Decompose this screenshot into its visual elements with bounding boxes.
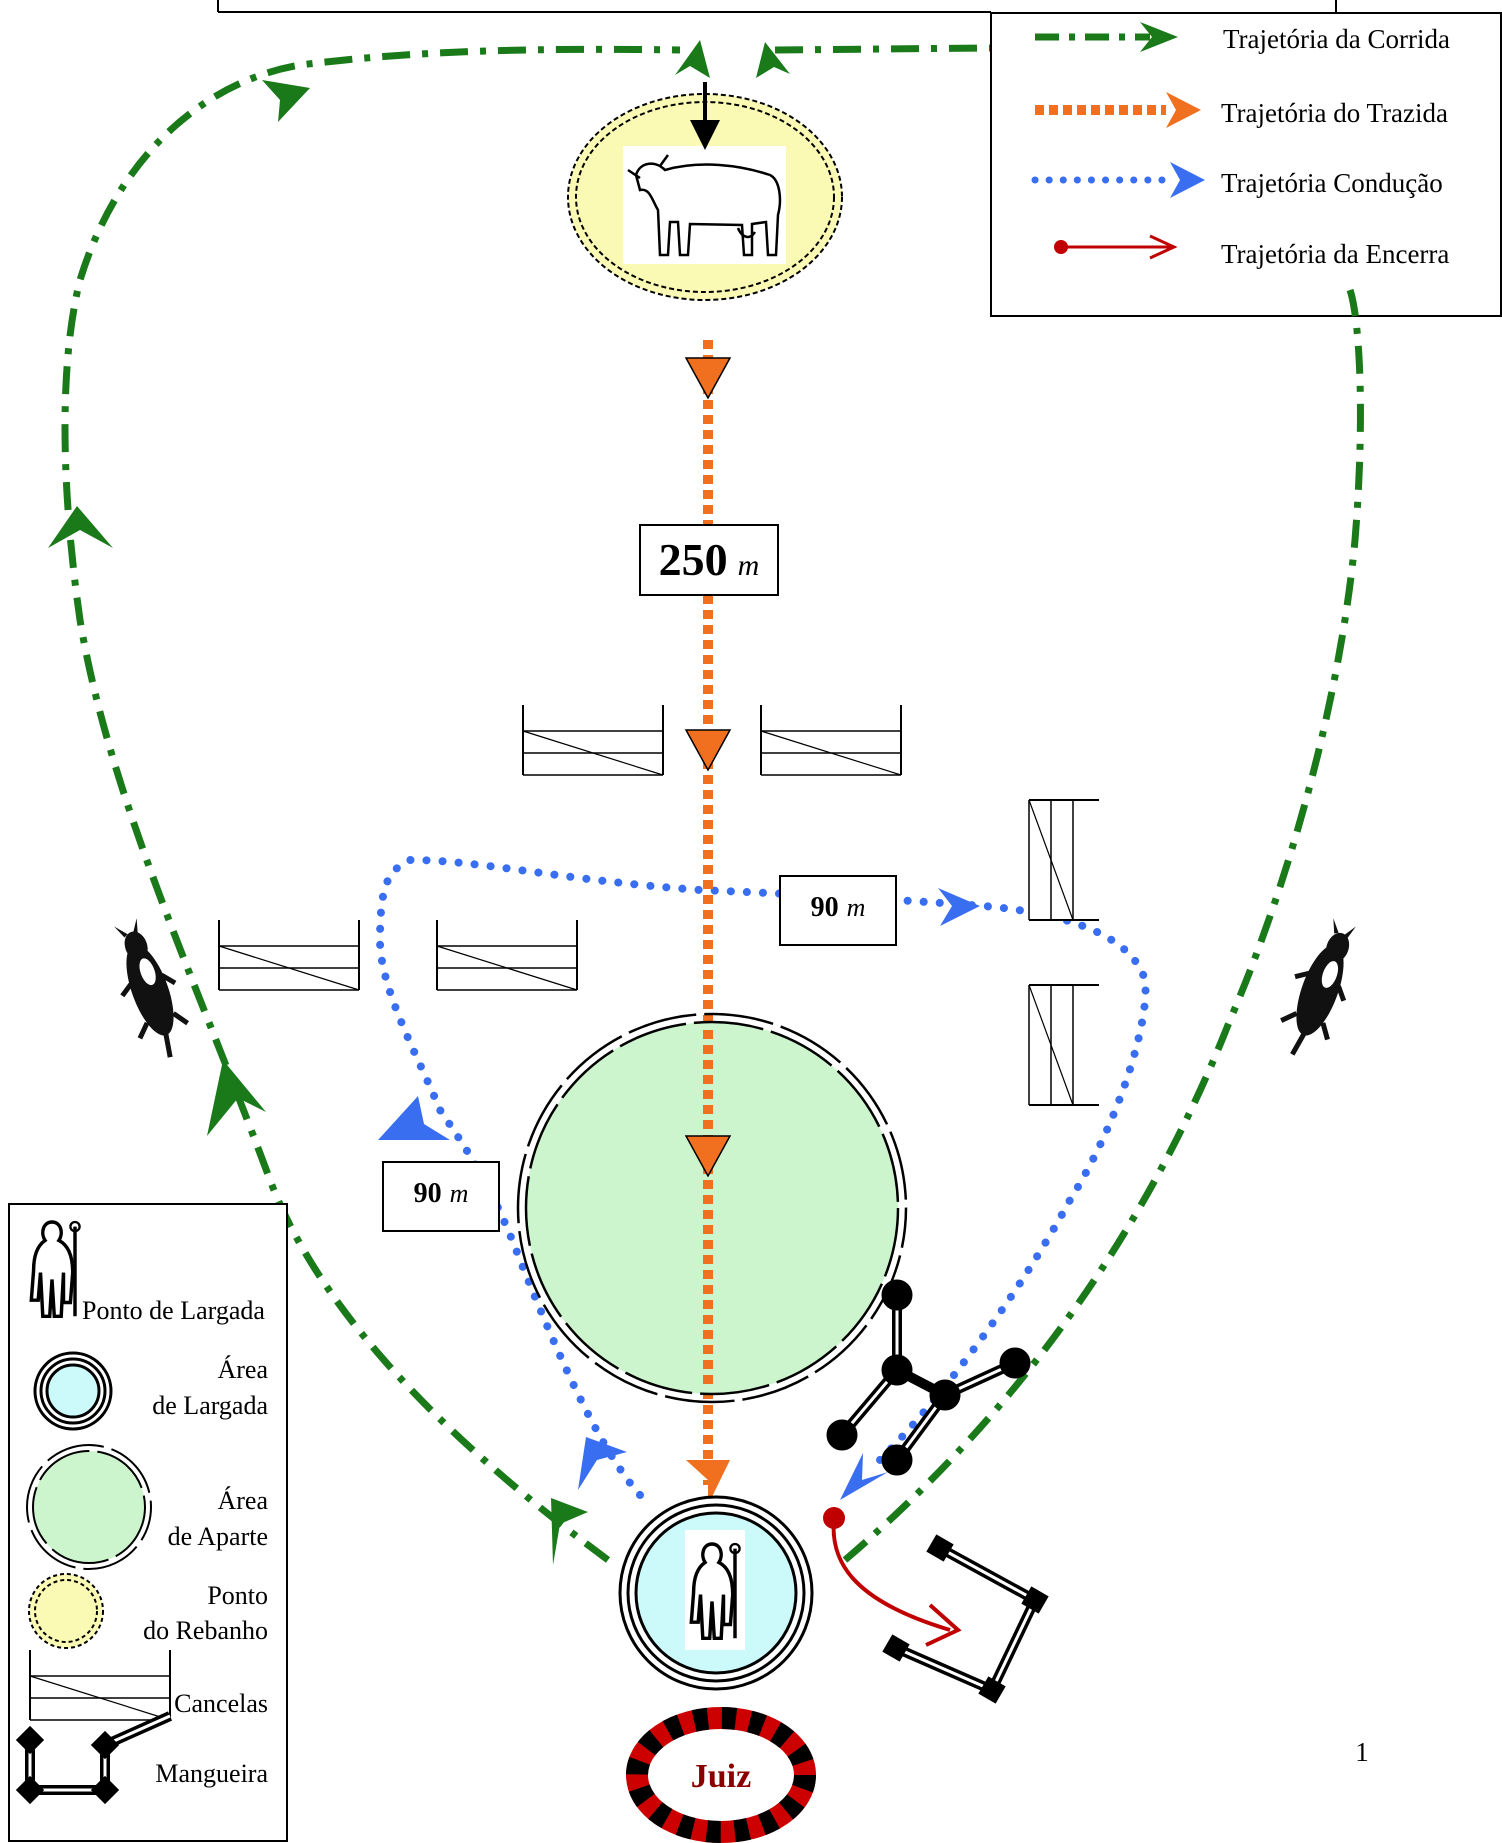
distance-90-left-label: 90 m [382, 1161, 500, 1232]
key-cancelas: Cancelas [174, 1689, 268, 1718]
corrida-arrow-top-right [756, 42, 790, 78]
key-mangueira: Mangueira [155, 1759, 268, 1788]
key-area-largada-swatch [33, 1351, 113, 1431]
ponto-rebanho [567, 82, 843, 301]
distance-90-right-unit: m [847, 893, 866, 922]
key-ponto-rebanho-2: do Rebanho [143, 1616, 268, 1645]
legend-encerra-swatch [1054, 234, 1178, 260]
release-arrow-icon [690, 120, 720, 150]
corrida-path [48, 40, 1364, 1565]
key-area-largada-1: Área [217, 1355, 268, 1384]
key-pen-icon [15, 1711, 173, 1805]
corrida-arrow-top-left [675, 40, 710, 78]
trazida-arrow-3-top [684, 1135, 732, 1178]
corrida-arrow-upper-left [262, 80, 310, 122]
svg-text:90 m: 90 m [811, 892, 866, 923]
trazida-arrow-1 [684, 357, 732, 400]
legend-trazida-label: Trajetória do Trazida [1221, 98, 1448, 128]
judge-marker: Juiz [626, 1707, 816, 1843]
legend-encerra-label: Trajetória da Encerra [1221, 239, 1449, 269]
svg-text:90 m: 90 m [414, 1178, 469, 1209]
symbol-key: Ponto de Largada Área de Largada Área de… [8, 1203, 288, 1842]
fetch-gate-right [760, 704, 902, 776]
corrida-arrow-lower-left [207, 1060, 266, 1136]
judge-label: Juiz [691, 1758, 751, 1795]
key-gate-icon [29, 1649, 171, 1721]
distance-250-value: 250 [659, 534, 728, 585]
distance-90-right-label: 90 m [779, 875, 897, 946]
conducao-arrow-left [378, 1096, 450, 1140]
pen-shape-bottom [882, 1534, 1049, 1704]
cow-icon [627, 154, 782, 257]
corrida-arrow-start [551, 1498, 588, 1565]
conducao-arrow-pen [840, 1453, 888, 1500]
legend-trazida-swatch [1035, 92, 1201, 128]
drive-gate-left-2 [436, 919, 578, 991]
trazida-arrow-2 [684, 729, 732, 772]
area-aparte [516, 1012, 908, 1404]
key-ponto-rebanho-1: Ponto [207, 1581, 268, 1610]
distance-90-right-value: 90 [811, 892, 839, 923]
key-area-aparte-swatch [26, 1444, 152, 1570]
drive-gate-right-top [1028, 799, 1100, 921]
key-area-largada-2: de Largada [152, 1391, 268, 1420]
key-area-aparte-1: Área [217, 1486, 268, 1515]
conducao-arrow-right [938, 888, 980, 926]
legend-conducao-swatch [1031, 162, 1205, 198]
drive-gate-right-bottom [1028, 984, 1100, 1106]
dog-icon-right [1270, 913, 1369, 1065]
key-area-aparte-2: de Aparte [168, 1522, 268, 1551]
area-largada [618, 1495, 814, 1691]
distance-90-left-unit: m [450, 1179, 469, 1208]
distance-250-unit: m [738, 549, 760, 582]
encerra-path [823, 1507, 962, 1647]
corrida-arrow-left [48, 506, 113, 548]
legend-corrida-label: Trajetória da Corrida [1223, 24, 1450, 54]
paths-legend: Trajetória da Corrida Trajetória do Traz… [217, 0, 1502, 317]
legend-corrida-swatch [1035, 22, 1178, 52]
distance-250-label: 250 m [639, 524, 779, 596]
trazida-arrow-end [686, 1460, 730, 1505]
svg-text:250 m: 250 m [659, 534, 760, 585]
conducao-arrow-bottom [578, 1437, 627, 1490]
conducao-path [375, 855, 1150, 1500]
pen-mangueira [826, 1279, 1031, 1476]
fetch-gate-left [522, 704, 664, 776]
drive-gate-left-1 [218, 919, 360, 991]
page-number: 1 [1355, 1737, 1369, 1767]
dog-icon-left [99, 913, 198, 1065]
key-ponto-rebanho-swatch [28, 1573, 104, 1649]
legend-conducao-label: Trajetória Condução [1221, 168, 1443, 198]
key-ponto-largada: Ponto de Largada [82, 1296, 265, 1325]
distance-90-left-value: 90 [414, 1178, 442, 1209]
